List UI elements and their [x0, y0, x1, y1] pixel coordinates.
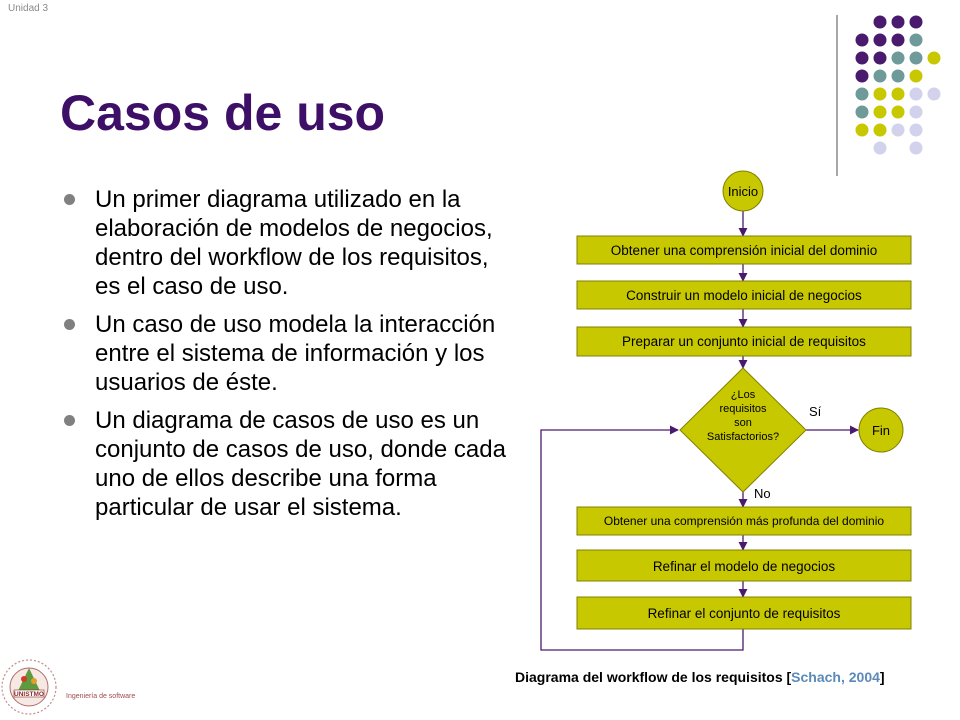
- decorative-dot: [855, 123, 869, 137]
- flow-connectors: [540, 210, 859, 651]
- decorative-dot: [873, 123, 887, 137]
- svg-text:Inicio: Inicio: [728, 184, 758, 199]
- decorative-dot: [891, 123, 905, 137]
- svg-text:Fin: Fin: [872, 423, 890, 438]
- svg-text:son: son: [734, 417, 752, 429]
- decorative-dot: [909, 105, 923, 119]
- decorative-dot: [891, 15, 905, 29]
- svg-text:Satisfactorios?: Satisfactorios?: [707, 431, 779, 443]
- step-box: Obtener una comprensión inicial del domi…: [576, 235, 912, 265]
- decorative-dot: [855, 33, 869, 47]
- start-node: Inicio: [722, 170, 764, 212]
- bullet-dot-icon: [64, 194, 75, 205]
- diagram-caption: Diagrama del workflow de los requisitos …: [515, 669, 885, 685]
- decorative-dot: [873, 15, 887, 29]
- decorative-dot: [891, 69, 905, 83]
- decorative-dot: [909, 123, 923, 137]
- decorative-dot: [855, 87, 869, 101]
- no-label: No: [754, 486, 771, 501]
- svg-text:¿Los: ¿Los: [731, 389, 756, 401]
- decorative-dot: [909, 69, 923, 83]
- decorative-dot-grid: [836, 15, 941, 176]
- step-box: Construir un modelo inicial de negocios: [576, 280, 912, 310]
- decorative-dot: [909, 141, 923, 155]
- bullet-dot-icon: [64, 319, 75, 330]
- svg-text:Construir un modelo inicial de: Construir un modelo inicial de negocios: [626, 288, 862, 303]
- decorative-dot: [891, 51, 905, 65]
- decorative-dot: [855, 69, 869, 83]
- svg-text:UNISTMO: UNISTMO: [14, 691, 44, 698]
- decorative-dot: [855, 105, 869, 119]
- yes-label: Sí: [809, 404, 822, 419]
- svg-text:requisitos: requisitos: [719, 403, 767, 415]
- bullet-dot-icon: [64, 415, 75, 426]
- decorative-dot: [891, 33, 905, 47]
- decorative-dot: [891, 87, 905, 101]
- loop-step-box: Obtener una comprensión más profunda del…: [576, 506, 912, 536]
- svg-text:Refinar el modelo de negocios: Refinar el modelo de negocios: [653, 559, 836, 574]
- decorative-dot: [873, 141, 887, 155]
- decorative-dot: [873, 87, 887, 101]
- decision-node: ¿Los requisitos son Satisfactorios?: [679, 367, 807, 493]
- bullet-item: Un diagrama de casos de uso es un conjun…: [60, 406, 520, 522]
- step-box: Preparar un conjunto inicial de requisit…: [576, 326, 912, 357]
- decorative-dot: [909, 33, 923, 47]
- loop-step-box: Refinar el modelo de negocios: [576, 549, 912, 582]
- loop-step-box: Refinar el conjunto de requisitos: [576, 596, 912, 630]
- bullet-item: Un caso de uso modela la interacción ent…: [60, 310, 520, 397]
- decorative-dot: [909, 87, 923, 101]
- svg-text:Obtener una comprensión inicia: Obtener una comprensión inicial del domi…: [611, 243, 877, 258]
- decorative-dot: [873, 105, 887, 119]
- footer-course: Ingeniería de software: [66, 693, 136, 700]
- decorative-dot: [891, 105, 905, 119]
- decorative-dot: [873, 33, 887, 47]
- decorative-dot: [873, 69, 887, 83]
- decorative-dot: [855, 51, 869, 65]
- decorative-dot: [873, 51, 887, 65]
- decorative-dot: [909, 15, 923, 29]
- svg-text:Obtener una comprensión más pr: Obtener una comprensión más profunda del…: [604, 514, 884, 528]
- decorative-dot: [909, 51, 923, 65]
- citation-link[interactable]: Schach, 2004: [791, 669, 880, 685]
- bullet-item: Un primer diagrama utilizado en la elabo…: [60, 185, 520, 301]
- page-title: Casos de uso: [60, 85, 386, 141]
- unit-label: Unidad 3: [8, 3, 49, 14]
- end-node: Fin: [858, 407, 904, 453]
- decorative-dot: [927, 87, 941, 101]
- bullet-list: Un primer diagrama utilizado en la elabo…: [60, 185, 520, 531]
- svg-text:Preparar un conjunto inicial d: Preparar un conjunto inicial de requisit…: [622, 334, 866, 349]
- decorative-dot: [927, 51, 941, 65]
- svg-text:Refinar el conjunto de requisi: Refinar el conjunto de requisitos: [648, 606, 841, 621]
